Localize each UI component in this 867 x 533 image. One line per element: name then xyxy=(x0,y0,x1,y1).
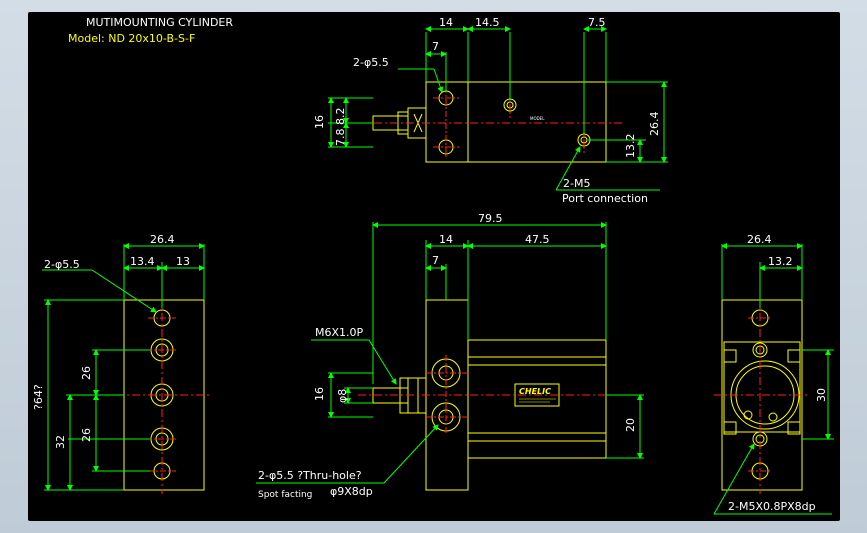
callout-spot-facing: Spot facting xyxy=(258,490,312,500)
drawing-title: MUTIMOUNTING CYLINDER xyxy=(86,16,233,29)
left-view: 26.4 13.4 13 2-φ5.5 ?64? 32 xyxy=(32,233,212,494)
dim-top-16: 16 xyxy=(313,115,326,129)
dim-left-26-4: 26.4 xyxy=(150,233,175,246)
front-body xyxy=(467,339,607,459)
dim-left-26-lower: 26 xyxy=(80,428,93,442)
dim-left-26-upper: 26 xyxy=(80,366,93,380)
dim-front-14: 14 xyxy=(439,233,453,246)
front-view: CHELIC 79.5 14 47.5 xyxy=(256,212,644,500)
dim-top-7: 7 xyxy=(432,40,439,53)
cad-drawing: MUTIMOUNTING CYLINDER Model: ND 20x10-B-… xyxy=(32,16,834,515)
dim-front-phi8: φ8 xyxy=(336,389,349,403)
dim-front-79-5: 79.5 xyxy=(478,212,503,225)
callout-right-thread: 2-M5X0.8PX8dp xyxy=(728,500,816,513)
top-view: MODEL 14 14.5 7.5 7 2-φ5.5 xyxy=(313,16,668,205)
dim-front-20: 20 xyxy=(624,418,637,432)
dim-top-26-4: 26.4 xyxy=(648,112,661,137)
right-square xyxy=(723,341,801,433)
dim-right-26-4: 26.4 xyxy=(747,233,772,246)
right-view: 26.4 13.2 30 2-M5X0.8PX8dp xyxy=(713,233,834,515)
model-label: Model: ND 20x10-B-S-F xyxy=(68,32,195,45)
dim-left-32: 32 xyxy=(54,435,67,449)
dim-left-13-4: 13.4 xyxy=(130,255,155,268)
dim-front-16: 16 xyxy=(313,387,326,401)
callout-port: 2-M5 xyxy=(563,177,590,190)
callout-front-holes: 2-φ5.5 ?Thru-hole? xyxy=(258,469,362,482)
callout-thread: M6X1.0P xyxy=(315,326,364,339)
dim-top-7-5: 7.5 xyxy=(588,16,606,29)
dim-right-13-2: 13.2 xyxy=(768,255,793,268)
callout-left-holes: 2-φ5.5 xyxy=(44,258,80,271)
dim-top-14: 14 xyxy=(439,16,453,29)
dim-top-7-8-8-2: 7.8 8.2 xyxy=(334,108,347,146)
dim-right-30: 30 xyxy=(815,388,828,402)
drawing-canvas[interactable]: MUTIMOUNTING CYLINDER Model: ND 20x10-B-… xyxy=(28,12,840,521)
svg-text:MODEL: MODEL xyxy=(530,116,545,121)
callout-port-note: Port connection xyxy=(562,192,648,205)
callout-top-holes: 2-φ5.5 xyxy=(353,56,389,69)
dim-left-64: ?64? xyxy=(32,384,45,410)
top-view-body xyxy=(425,81,607,163)
callout-spot-dim: φ9X8dp xyxy=(330,485,373,498)
dim-left-13: 13 xyxy=(176,255,190,268)
dim-top-14-5: 14.5 xyxy=(475,16,500,29)
brand-label: CHELIC xyxy=(519,387,551,396)
dim-top-13-2: 13.2 xyxy=(624,134,637,159)
dim-front-47-5: 47.5 xyxy=(525,233,550,246)
dim-front-7: 7 xyxy=(432,254,439,267)
